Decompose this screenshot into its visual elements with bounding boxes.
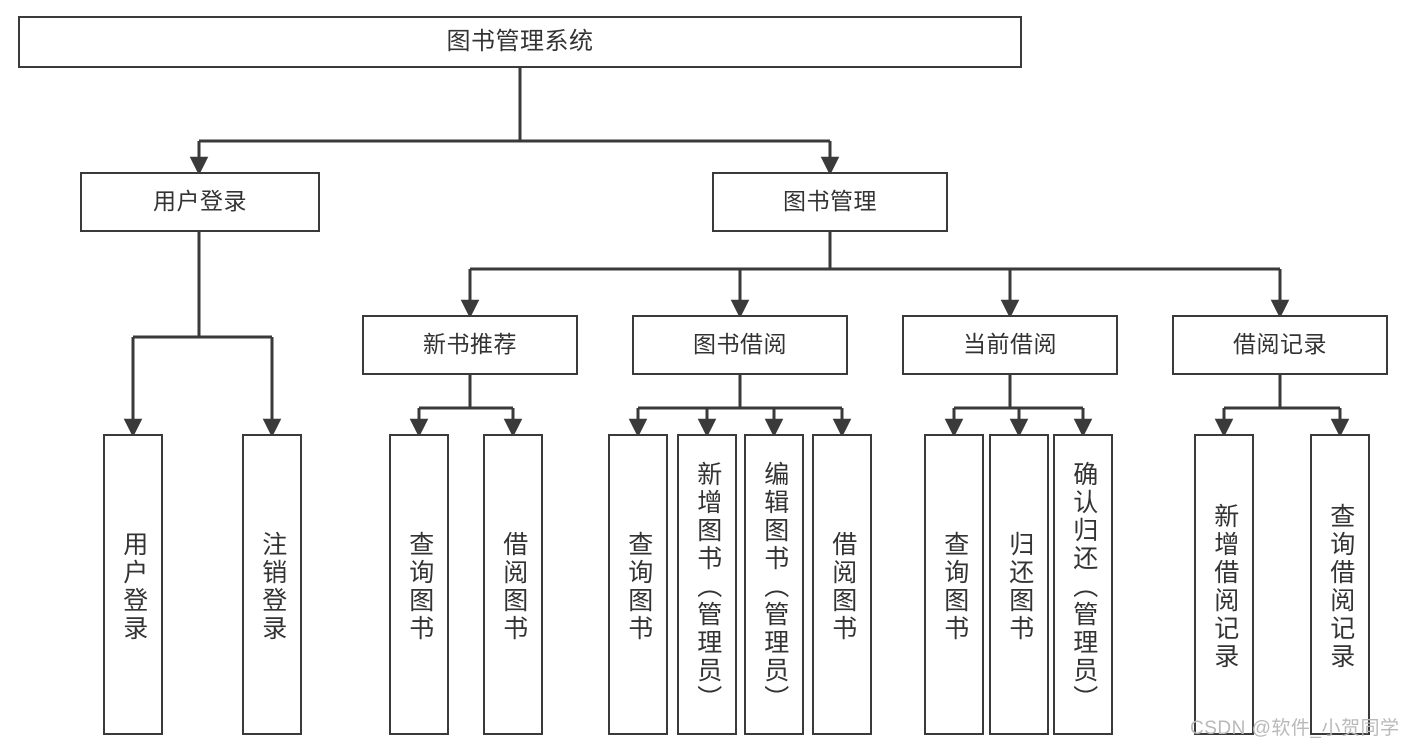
node-leaf-return-book-label: 归还图书 [1005,530,1034,643]
node-leaf-user-logout[interactable]: 注销登录 [242,434,302,735]
node-leaf-query-book-1[interactable]: 查询图书 [389,434,449,735]
node-current-borrow-label: 当前借阅 [963,331,1057,358]
node-leaf-add-book-label: 新增图书（管理员） [693,460,722,713]
node-leaf-user-login[interactable]: 用户登录 [103,434,163,735]
node-user-login-label: 用户登录 [153,188,247,215]
node-root[interactable]: 图书管理系统 [18,16,1022,68]
node-leaf-user-login-label: 用户登录 [119,530,148,643]
node-book-manage[interactable]: 图书管理 [712,172,948,232]
node-leaf-confirm-return-label: 确认归还（管理员） [1069,460,1098,713]
node-user-login[interactable]: 用户登录 [80,172,320,232]
node-leaf-query-book-1-label: 查询图书 [405,530,434,643]
node-leaf-user-logout-label: 注销登录 [258,530,287,643]
node-book-borrow[interactable]: 图书借阅 [632,315,848,375]
node-borrow-record[interactable]: 借阅记录 [1172,315,1388,375]
node-leaf-query-book-3-label: 查询图书 [940,530,969,643]
node-leaf-borrow-book-2[interactable]: 借阅图书 [812,434,872,735]
node-borrow-record-label: 借阅记录 [1233,331,1327,358]
node-book-manage-label: 图书管理 [783,188,877,215]
node-new-book-recommend-label: 新书推荐 [423,331,517,358]
csdn-watermark: CSDN @软件_小贺同学 [1190,718,1400,739]
node-leaf-add-record-label: 新增借阅记录 [1210,502,1239,671]
node-leaf-return-book[interactable]: 归还图书 [989,434,1049,735]
node-leaf-query-book-2-label: 查询图书 [624,530,653,643]
node-leaf-query-book-2[interactable]: 查询图书 [608,434,668,735]
node-leaf-edit-book-label: 编辑图书（管理员） [760,460,789,713]
node-leaf-query-record-label: 查询借阅记录 [1326,502,1355,671]
node-leaf-borrow-book-2-label: 借阅图书 [828,530,857,643]
node-leaf-add-book[interactable]: 新增图书（管理员） [677,434,737,735]
node-root-label: 图书管理系统 [446,27,594,55]
node-leaf-query-record[interactable]: 查询借阅记录 [1310,434,1370,735]
node-current-borrow[interactable]: 当前借阅 [902,315,1118,375]
node-leaf-query-book-3[interactable]: 查询图书 [924,434,984,735]
node-leaf-edit-book[interactable]: 编辑图书（管理员） [744,434,804,735]
node-leaf-confirm-return[interactable]: 确认归还（管理员） [1053,434,1113,735]
node-leaf-borrow-book-1[interactable]: 借阅图书 [483,434,543,735]
node-book-borrow-label: 图书借阅 [693,331,787,358]
node-leaf-borrow-book-1-label: 借阅图书 [499,530,528,643]
node-leaf-add-record[interactable]: 新增借阅记录 [1194,434,1254,735]
node-new-book-recommend[interactable]: 新书推荐 [362,315,578,375]
